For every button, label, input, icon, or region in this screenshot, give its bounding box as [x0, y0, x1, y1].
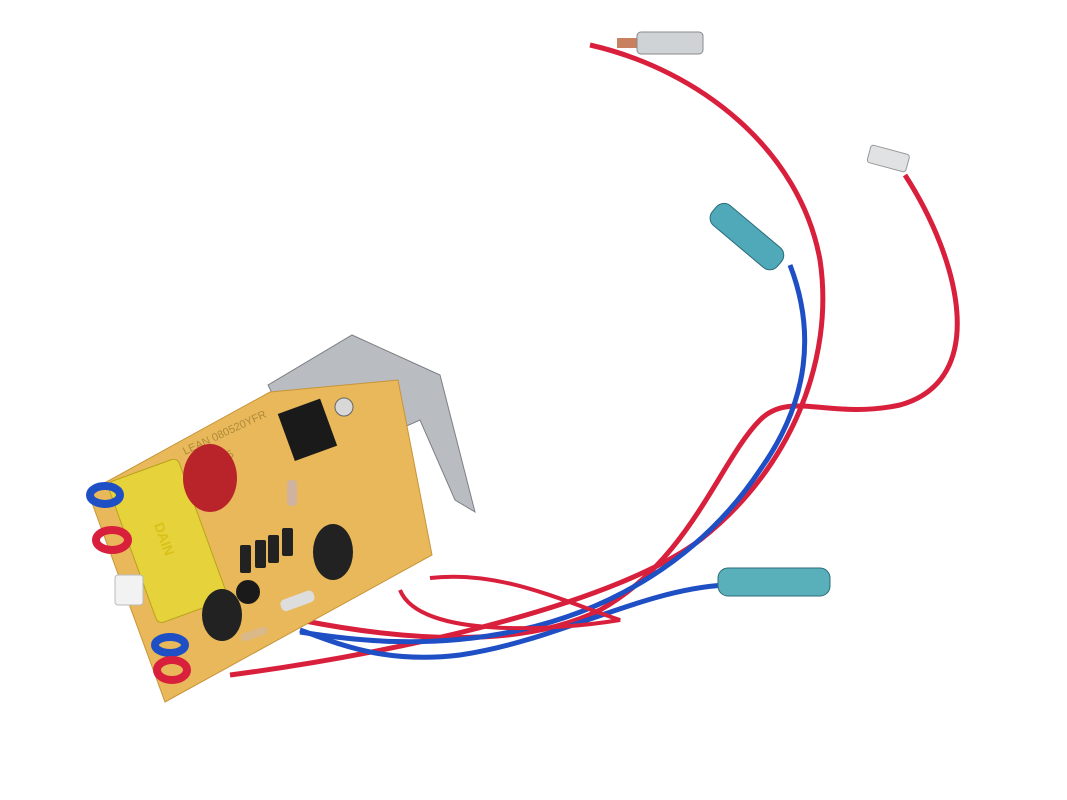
- spade-terminal-top: [617, 31, 704, 55]
- red-wire-loop: [153, 656, 191, 684]
- white-connector: [114, 574, 144, 606]
- resistor: [240, 626, 268, 642]
- electrolytic-capacitor-2: [202, 589, 242, 641]
- electrolytic-capacitor-1: [313, 524, 353, 580]
- resistor: [287, 480, 297, 506]
- blue-wire-top: [299, 264, 808, 645]
- insulated-connector-bottom: [717, 567, 831, 597]
- red-wire-loop: [92, 526, 132, 554]
- red-film-capacitor: [183, 444, 237, 512]
- insulated-connector-top: [709, 202, 785, 271]
- blue-wire-loop: [86, 482, 124, 508]
- red-wire-lower: [398, 574, 621, 631]
- transistor: [236, 580, 260, 604]
- blue-wire-bottom: [299, 582, 726, 660]
- resistor: [280, 590, 315, 612]
- blue-wire-loop: [151, 633, 189, 657]
- voltage-regulator: [277, 398, 338, 462]
- red-wire-top: [229, 42, 826, 678]
- screw-icon: [334, 397, 354, 417]
- spade-terminal-right: [866, 144, 910, 173]
- yellow-x-capacitor: DAIN: [107, 458, 228, 623]
- diodes: [240, 528, 293, 573]
